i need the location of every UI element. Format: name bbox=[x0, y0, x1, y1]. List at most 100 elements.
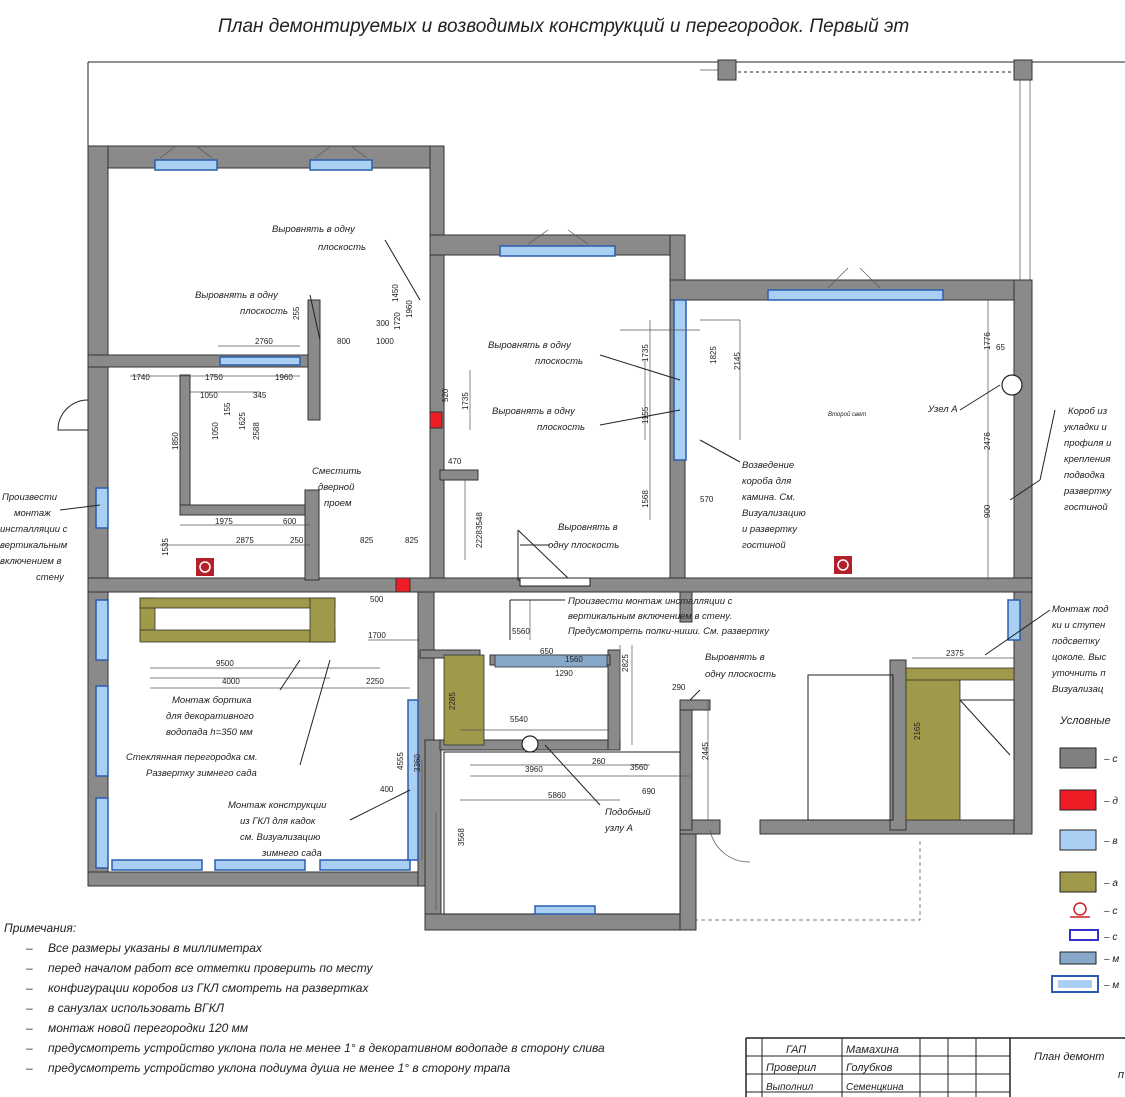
annotation-gkl-l1: Монтаж конструкции bbox=[228, 800, 327, 811]
dim-value: 570 bbox=[700, 495, 714, 504]
stamp-name: Семенцкина bbox=[846, 1082, 904, 1093]
dim-value: 470 bbox=[448, 457, 462, 466]
annotation-right-box-l6: развертку bbox=[1063, 486, 1112, 497]
dim-value: 260 bbox=[592, 757, 606, 766]
dim-value: 290 bbox=[672, 683, 686, 692]
dim-value: 2285 bbox=[448, 692, 457, 710]
fireplace-symbol bbox=[196, 556, 852, 576]
wall-segment bbox=[424, 913, 696, 931]
legend-swatch-glass bbox=[1069, 929, 1099, 941]
dim-value: 1975 bbox=[215, 517, 233, 526]
dim-value: 345 bbox=[253, 391, 267, 400]
stamp-role: Проверил bbox=[766, 1062, 816, 1074]
dim-value: 825 bbox=[360, 536, 374, 545]
annotation-left-install-l3: инсталляции с bbox=[0, 524, 68, 535]
annotation-align-3-l1: Выровнять в одну bbox=[488, 340, 572, 351]
node-symbol bbox=[521, 735, 539, 753]
annotation-right-stair-l5: уточнить п bbox=[1051, 668, 1106, 679]
dim-value: 1850 bbox=[171, 432, 180, 450]
column-2 bbox=[1013, 59, 1033, 81]
legend-swatch-wall bbox=[1059, 747, 1097, 769]
window bbox=[95, 797, 109, 869]
svg-text:–: – bbox=[25, 941, 33, 955]
annotation-left-install-l2: монтаж bbox=[14, 508, 51, 519]
annotation-align-4-l2: плоскость bbox=[537, 422, 585, 433]
window bbox=[494, 654, 608, 668]
legend-swatch-demolish bbox=[1059, 789, 1097, 811]
legend-item: – м bbox=[1103, 980, 1119, 991]
annotation-left-install-l4: вертикальным bbox=[0, 540, 68, 551]
stamp-name: Голубков bbox=[846, 1062, 893, 1074]
annotation-align-5-l1: Выровнять в bbox=[558, 522, 618, 533]
annotation-left-install-l6: стену bbox=[36, 572, 65, 583]
window bbox=[111, 859, 203, 871]
annotation-align-1-l2: плоскость bbox=[318, 242, 366, 253]
annotation-right-box-l1: Короб из bbox=[1068, 406, 1108, 417]
annotation-right-box-l4: крепления bbox=[1064, 454, 1111, 465]
dim-value: 5860 bbox=[548, 791, 566, 800]
dim-value: 2165 bbox=[913, 722, 922, 740]
annotation-right-box-l2: укладки и bbox=[1063, 422, 1108, 433]
dim-value: 1700 bbox=[368, 631, 386, 640]
svg-text:–: – bbox=[25, 1061, 33, 1075]
wall-segment bbox=[679, 591, 693, 623]
annotation-right-stair-l2: ки и ступен bbox=[1052, 620, 1106, 631]
annotation-shift-door-l3: проем bbox=[324, 498, 352, 509]
plan-title: План демонтируемых и возводимых конструк… bbox=[218, 16, 909, 37]
dim-value: 2875 bbox=[236, 536, 254, 545]
note-item: монтаж новой перегородки 120 мм bbox=[48, 1021, 248, 1035]
dim-value: 1720 bbox=[393, 312, 402, 330]
annotation-right-stair-l6: Визуализац bbox=[1052, 684, 1104, 695]
note-item: конфигурации коробов из ГКЛ смотреть на … bbox=[48, 981, 369, 995]
dim-value: 1050 bbox=[211, 422, 220, 440]
wall-segment bbox=[439, 469, 479, 481]
annotation-install-center-l1: Произвести монтаж инсталляции с bbox=[568, 596, 733, 607]
annotation-shift-door-l1: Сместить bbox=[312, 466, 361, 477]
annotation-align-6-l1: Выровнять в bbox=[705, 652, 765, 663]
node-a-symbol bbox=[1001, 374, 1023, 396]
legend-swatch-window bbox=[1059, 829, 1097, 851]
dim-value: 2250 bbox=[366, 677, 384, 686]
note-item: перед началом работ все отметки проверит… bbox=[48, 961, 373, 975]
annotation-fireplace-l1: Возведение bbox=[742, 460, 794, 471]
annotation-align-1-l1: Выровнять в одну bbox=[272, 224, 356, 235]
wall-segment bbox=[429, 145, 445, 587]
notes-heading: Примечания: bbox=[4, 921, 76, 935]
annotations: Выровнять в одну плоскость Выровнять в о… bbox=[0, 224, 1112, 859]
svg-text:–: – bbox=[25, 1021, 33, 1035]
annotation-glass-l1: Стеклянная перегородка см. bbox=[126, 752, 258, 763]
dim-value: 9500 bbox=[216, 659, 234, 668]
annotation-install-center-l3: Предусмотреть полки-ниши. См. развертку bbox=[568, 626, 770, 637]
annotation-align-2-l1: Выровнять в одну bbox=[195, 290, 279, 301]
window bbox=[534, 905, 596, 915]
annotation-shift-door-l2: дверной bbox=[318, 482, 355, 493]
column-1 bbox=[717, 59, 737, 81]
wall-segment bbox=[679, 699, 711, 711]
title-block: ГАП Мамахина Проверил Голубков Выполнил … bbox=[745, 1037, 1125, 1097]
dim-value: 1450 bbox=[391, 284, 400, 302]
stamp-sheet-title: План демонт bbox=[1034, 1051, 1104, 1063]
dim-value: 500 bbox=[370, 595, 384, 604]
dim-value: 1960 bbox=[405, 300, 414, 318]
annotation-fireplace-l5: и развертку bbox=[742, 524, 798, 535]
dim-value: 2228 bbox=[475, 530, 484, 548]
wall-segment bbox=[889, 659, 907, 831]
leader-lines bbox=[59, 239, 1056, 821]
note-item: Все размеры указаны в миллиметрах bbox=[48, 941, 263, 955]
legend-item: – с bbox=[1103, 932, 1117, 943]
annotation-node-a: Узел А bbox=[927, 404, 958, 415]
annotation-align-2-l2: плоскость bbox=[240, 306, 288, 317]
dim-value: 1290 bbox=[555, 669, 573, 678]
legend: Условные – с – д – в – а – с – с – м – м bbox=[1051, 715, 1119, 993]
wall-segment bbox=[679, 699, 693, 831]
dim-value: 1825 bbox=[709, 346, 718, 364]
annotation-right-stair-l1: Монтаж под bbox=[1052, 604, 1108, 615]
dim-value: 5540 bbox=[510, 715, 528, 724]
wall-segment bbox=[307, 299, 321, 421]
dim-value: 1735 bbox=[461, 392, 470, 410]
dashed-porch bbox=[689, 840, 921, 921]
stamp-sheet-title-2: п bbox=[1118, 1069, 1124, 1081]
entrance-door bbox=[57, 399, 89, 431]
legend-item: – а bbox=[1103, 878, 1118, 889]
